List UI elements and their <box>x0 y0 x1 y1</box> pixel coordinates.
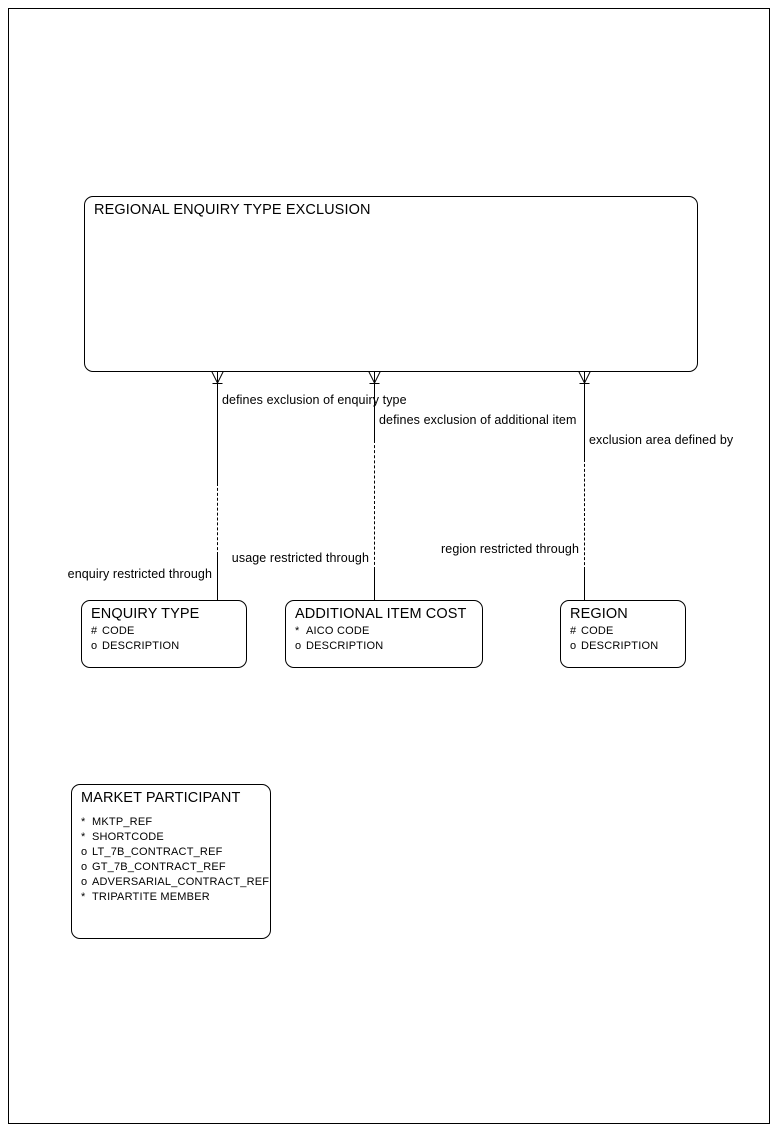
attribute-row: * SHORTCODE <box>81 830 270 845</box>
attribute-label: AICO CODE <box>306 625 370 637</box>
attribute-marker: # <box>570 625 577 637</box>
entity-enquiry-type[interactable]: ENQUIRY TYPE # CODE o DESCRIPTION <box>81 600 247 668</box>
attribute-marker: o <box>81 846 88 858</box>
attribute-label: GT_7B_CONTRACT_REF <box>92 861 226 873</box>
attribute-list: * AICO CODE o DESCRIPTION <box>295 624 482 654</box>
attribute-row: o DESCRIPTION <box>295 639 482 654</box>
attribute-row: o LT_7B_CONTRACT_REF <box>81 845 270 860</box>
crowfoot-region-exclusion <box>577 371 592 385</box>
relationship-line-additional-item-dashed <box>374 440 375 570</box>
relationship-line-enquiry-type-dashed <box>217 483 218 555</box>
relationship-label-exclusion-area-defined-by: exclusion area defined by <box>589 433 734 447</box>
entity-regional-enquiry-type-exclusion[interactable]: REGIONAL ENQUIRY TYPE EXCLUSION <box>84 196 698 372</box>
entity-region[interactable]: REGION # CODE o DESCRIPTION <box>560 600 686 668</box>
attribute-marker: * <box>81 891 86 903</box>
attribute-row: * MKTP_REF <box>81 815 270 830</box>
attribute-row: * AICO CODE <box>295 624 482 639</box>
attribute-marker: o <box>570 640 577 652</box>
entity-title: REGION <box>570 606 628 622</box>
attribute-row: # CODE <box>91 624 246 639</box>
entity-title: ADDITIONAL ITEM COST <box>295 606 467 622</box>
relationship-line-region-dashed <box>584 459 585 570</box>
attribute-label: SHORTCODE <box>92 831 164 843</box>
attribute-label: DESCRIPTION <box>102 640 180 652</box>
relationship-line-additional-item-solid-upper <box>374 383 375 440</box>
attribute-list: * MKTP_REF * SHORTCODE o LT_7B_CONTRACT_REF… <box>81 815 270 905</box>
entity-title: REGIONAL ENQUIRY TYPE EXCLUSION <box>94 202 371 218</box>
relationship-line-region-solid-upper <box>584 383 585 459</box>
entity-title: MARKET PARTICIPANT <box>81 790 241 806</box>
crowfoot-enquiry-type-exclusion <box>210 371 225 385</box>
relationship-label-region-restricted-through: region restricted through <box>441 542 579 556</box>
attribute-marker: # <box>91 625 98 637</box>
attribute-marker: o <box>81 861 88 873</box>
attribute-row: # CODE <box>570 624 685 639</box>
entity-additional-item-cost[interactable]: ADDITIONAL ITEM COST * AICO CODE o DESCRIP… <box>285 600 483 668</box>
relationship-line-region-solid-lower <box>584 570 585 600</box>
attribute-label: CODE <box>581 625 614 637</box>
attribute-row: o DESCRIPTION <box>570 639 685 654</box>
relationship-label-usage-restricted-through: usage restricted through <box>231 551 369 565</box>
entity-title: ENQUIRY TYPE <box>91 606 200 622</box>
attribute-label: MKTP_REF <box>92 816 153 828</box>
attribute-label: LT_7B_CONTRACT_REF <box>92 846 223 858</box>
relationship-label-enquiry-restricted-through: enquiry restricted through <box>67 567 212 581</box>
attribute-label: CODE <box>102 625 135 637</box>
attribute-row: o ADVERSARIAL_CONTRACT_REF <box>81 875 270 890</box>
attribute-row: * TRIPARTITE MEMBER <box>81 890 270 905</box>
attribute-label: DESCRIPTION <box>581 640 659 652</box>
entity-market-participant[interactable]: MARKET PARTICIPANT * MKTP_REF * SHORTCODE … <box>71 784 271 939</box>
crowfoot-additional-item-exclusion <box>367 371 382 385</box>
attribute-label: DESCRIPTION <box>306 640 384 652</box>
relationship-label-defines-exclusion-of-additional-item: defines exclusion of additional item <box>379 413 577 427</box>
page-border <box>8 8 770 1124</box>
attribute-list: # CODE o DESCRIPTION <box>570 624 685 654</box>
attribute-marker: * <box>295 625 300 637</box>
attribute-marker: o <box>295 640 302 652</box>
attribute-marker: * <box>81 831 86 843</box>
attribute-list: # CODE o DESCRIPTION <box>91 624 246 654</box>
relationship-line-enquiry-type-solid-lower <box>217 555 218 600</box>
attribute-label: ADVERSARIAL_CONTRACT_REF <box>92 876 270 888</box>
attribute-marker: o <box>91 640 98 652</box>
relationship-label-defines-exclusion-of-enquiry-type: defines exclusion of enquiry type <box>222 393 407 407</box>
attribute-marker: o <box>81 876 88 888</box>
attribute-marker: * <box>81 816 86 828</box>
attribute-row: o DESCRIPTION <box>91 639 246 654</box>
attribute-row: o GT_7B_CONTRACT_REF <box>81 860 270 875</box>
attribute-label: TRIPARTITE MEMBER <box>92 891 210 903</box>
relationship-line-additional-item-solid-lower <box>374 570 375 600</box>
relationship-line-enquiry-type-solid-upper <box>217 383 218 483</box>
